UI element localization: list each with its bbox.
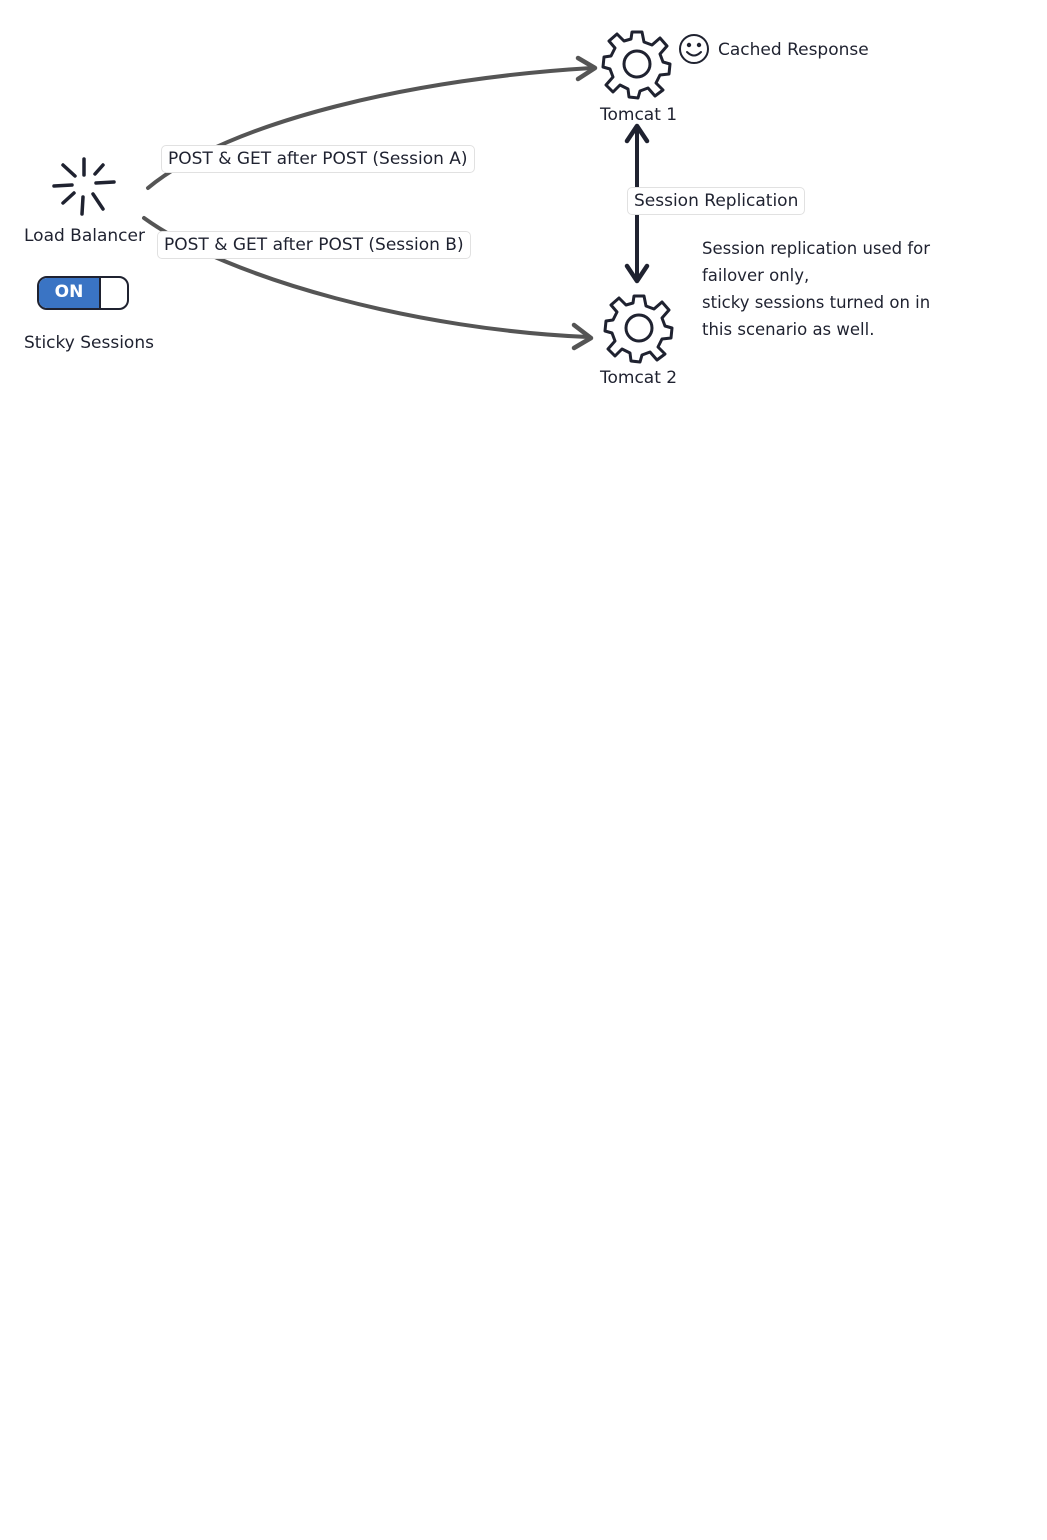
smiley-icon	[679, 34, 709, 64]
gear-icon	[603, 294, 674, 364]
note-line: this scenario as well.	[702, 320, 875, 339]
tomcat2-label: Tomcat 2	[600, 368, 678, 388]
note-line: Session replication used for	[702, 239, 931, 258]
gear-icon	[601, 30, 672, 100]
arrowhead-replication-down	[624, 263, 650, 284]
note-line: failover only,	[702, 266, 810, 285]
connector-layer	[52, 30, 709, 364]
sticky-sessions-caption: Sticky Sessions	[24, 333, 154, 353]
sticky-sessions-toggle[interactable]: ON	[37, 276, 129, 310]
arrowhead-session-b	[571, 322, 594, 351]
note-line: sticky sessions turned on in	[702, 293, 931, 312]
session-a-label: POST & GET after POST (Session A)	[161, 145, 475, 173]
arrowhead-replication-up	[624, 123, 650, 144]
tomcat1-label: Tomcat 1	[600, 105, 678, 125]
spinner-icon	[52, 157, 116, 216]
session-replication-label: Session Replication	[627, 187, 806, 215]
toggle-on-label: ON	[39, 278, 101, 308]
load-balancer-label: Load Balancer	[24, 226, 145, 246]
arrowhead-session-a	[575, 55, 598, 82]
cached-response-label: Cached Response	[718, 40, 869, 60]
sticky-session-diagram: Load Balancer Tomcat 1 Tomcat 2 Cached R…	[0, 0, 1047, 420]
failover-note: Session replication used for failover on…	[702, 235, 952, 343]
session-b-label: POST & GET after POST (Session B)	[157, 231, 471, 259]
